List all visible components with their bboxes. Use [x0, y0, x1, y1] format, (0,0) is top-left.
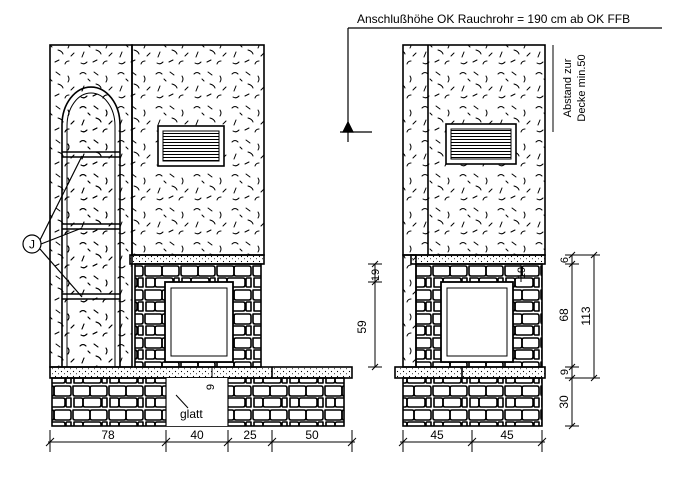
- dim-side-45-right: 45: [500, 428, 514, 442]
- arched-niche: [61, 86, 121, 367]
- side-vertical-dimensions: [520, 251, 600, 430]
- firebox-side: [440, 281, 514, 363]
- ceiling-distance-line2: Decke min.50: [576, 54, 588, 121]
- firebox-front: [164, 281, 234, 363]
- dim-78: 78: [101, 428, 115, 442]
- dim-side-30: 30: [557, 395, 571, 409]
- smooth-label: glatt: [180, 407, 203, 421]
- dim-side-9: 9: [559, 369, 571, 375]
- cornice-slab-front: [129, 254, 265, 265]
- dim-front-9: 9: [205, 384, 217, 390]
- bench-slab: [49, 366, 353, 379]
- dim-front-19: 19: [370, 269, 382, 281]
- dim-side-19: 19: [516, 267, 528, 279]
- base-slab-side: [394, 366, 546, 379]
- dim-50: 50: [305, 428, 319, 442]
- side-elevation: [394, 44, 546, 427]
- dim-side-45-left: 45: [430, 428, 444, 442]
- dim-side-113: 113: [579, 306, 593, 325]
- niche-shelves: [62, 151, 120, 300]
- front-vertical-dimensions: [211, 260, 382, 378]
- stone-base-side: [402, 377, 543, 427]
- side-bottom-dimensions: [398, 430, 547, 452]
- front-bottom-dimensions: [45, 430, 357, 452]
- dim-25: 25: [243, 428, 257, 442]
- connection-height-marker: [340, 27, 662, 142]
- ceiling-distance-line1: Abstand zur: [562, 58, 574, 117]
- cornice-slab-side: [410, 254, 546, 265]
- front-elevation: [49, 44, 353, 427]
- callout-j-label: J: [29, 238, 35, 252]
- callout-j: [22, 155, 83, 298]
- connection-height-label: Anschlußhöhe OK Rauchrohr = 190 cm ab OK…: [357, 12, 630, 26]
- dim-side-6: 6: [559, 257, 571, 263]
- dim-side-68: 68: [557, 308, 571, 322]
- dim-front-59: 59: [355, 320, 369, 334]
- dim-40: 40: [190, 428, 204, 442]
